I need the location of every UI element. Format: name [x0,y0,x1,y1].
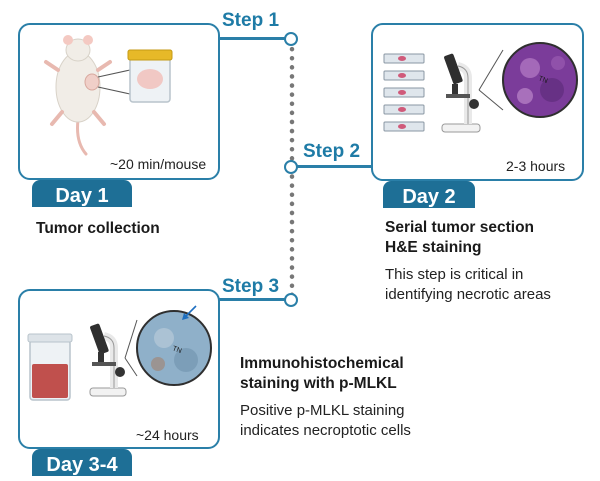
step-2-desc-line-1: This step is critical in [385,266,524,283]
step-2-desc-line-2: identifying necrotic areas [385,286,551,303]
step-2-day-tab: Day 2 [383,181,475,208]
staining-jar-and-microscope-icon: TN [27,305,212,401]
step-1-node [284,32,298,46]
step-3-connector [218,298,286,301]
step-3-day-tab: Day 3-4 [32,449,132,476]
slides-and-microscope-icon: TN [383,42,578,133]
step-1-panel [18,23,220,180]
step-3-micrograph-label: TN [171,345,182,355]
step-3-node [284,293,298,307]
mouse-with-tumor-jar-icon [44,35,173,156]
step-2-title-line-2: H&E staining [385,239,482,256]
step-3-title-line-2: staining with p-MLKL [240,375,397,392]
step-3-time: ~24 hours [136,427,199,443]
step-3-desc-line-1: Positive p-MLKL staining [240,402,405,419]
step-3-desc-line-2: indicates necroptotic cells [240,422,411,439]
step-1-time: ~20 min/mouse [110,156,207,172]
step-2-micrograph-label: TN [537,75,548,85]
step-2-node [284,160,298,174]
step-3-title-line-1: Immunohistochemical [240,355,404,372]
step-2-title: Serial tumor section H&E staining [385,218,534,258]
step-2-time: 2-3 hours [506,158,566,174]
step-3-label: Step 3 [222,276,280,297]
step-2-title-line-1: Serial tumor section [385,219,535,236]
step-3-description: Positive p-MLKL staining indicates necro… [240,401,411,441]
step-2-label: Step 2 [303,141,361,162]
step-1-title: Tumor collection [36,220,160,237]
step-2-description: This step is critical in identifying nec… [385,265,551,305]
step-1-day-tab: Day 1 [32,180,132,207]
step-1-label: Step 1 [222,10,280,31]
step-3-title: Immunohistochemical staining with p-MLKL [240,354,404,394]
step-2-connector [296,165,372,168]
step-1-connector [218,37,286,40]
